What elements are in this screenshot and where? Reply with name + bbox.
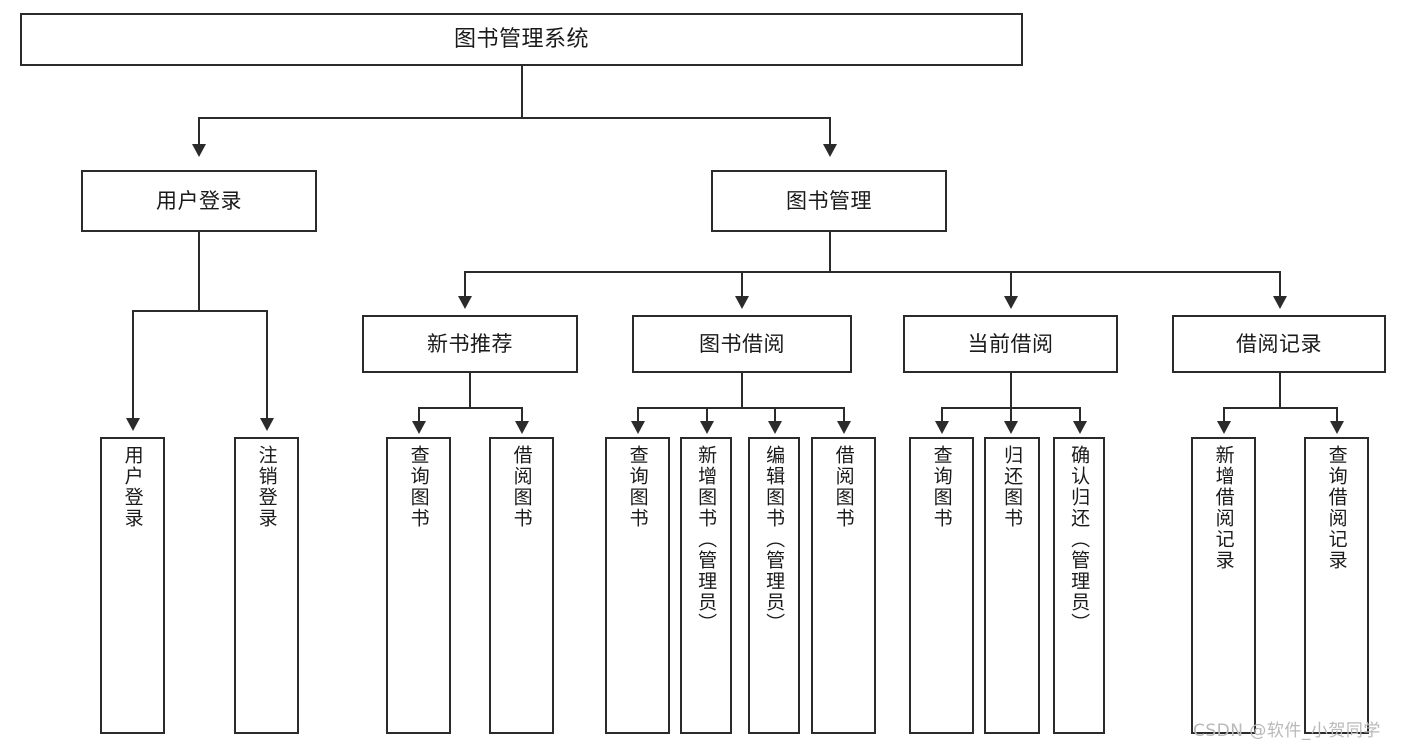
connector-book-borrow-stem [741, 373, 743, 408]
node-borrow-record[interactable]: 借阅记录 [1172, 315, 1386, 373]
arrowhead-icon [1004, 296, 1018, 309]
connector-book-management-stem [829, 232, 831, 272]
connector-bm-to-current-borrow [1010, 271, 1012, 299]
arrowhead-icon [700, 421, 714, 434]
connector-user-login-stem [198, 232, 200, 311]
node-book-borrow[interactable]: 图书借阅 [632, 315, 852, 373]
connector-new-book-stem [469, 373, 471, 408]
node-label: 查询图书 [407, 445, 430, 529]
node-label: 查询图书 [930, 445, 953, 529]
node-label: 借阅图书 [510, 445, 533, 529]
leaf-current-borrow-confirm-return-admin[interactable]: 确认归还（管理员） [1053, 437, 1105, 734]
connector-nb-to-leaf-2 [521, 407, 523, 425]
arrowhead-icon [126, 418, 140, 431]
connector-user-login-bus [132, 310, 266, 312]
arrowhead-icon [260, 418, 274, 431]
connector-cb-to-leaf-1 [941, 407, 943, 425]
node-label: 查询图书 [626, 445, 649, 529]
leaf-borrow-record-add[interactable]: 新增借阅记录 [1191, 437, 1256, 734]
leaf-current-borrow-return[interactable]: 归还图书 [984, 437, 1040, 734]
node-label: 编辑图书（管理员） [763, 445, 786, 634]
arrowhead-icon [515, 421, 529, 434]
arrowhead-icon [1273, 296, 1287, 309]
leaf-book-borrow-edit-admin[interactable]: 编辑图书（管理员） [748, 437, 800, 734]
connector-book-borrow-bus [637, 407, 844, 409]
connector-current-borrow-stem [1010, 373, 1012, 408]
connector-bb-to-leaf-1 [637, 407, 639, 425]
connector-bb-to-leaf-4 [843, 407, 845, 425]
arrowhead-icon [823, 144, 837, 157]
connector-borrow-record-stem [1279, 373, 1281, 408]
arrowhead-icon [458, 296, 472, 309]
leaf-book-borrow-query[interactable]: 查询图书 [605, 437, 670, 734]
node-current-borrow[interactable]: 当前借阅 [903, 315, 1118, 373]
arrowhead-icon [935, 421, 949, 434]
leaf-borrow-record-query[interactable]: 查询借阅记录 [1304, 437, 1369, 734]
csdn-watermark: CSDN @软件_小贺同学 [1193, 721, 1381, 741]
connector-borrow-record-bus [1223, 407, 1336, 409]
connector-cb-to-leaf-3 [1079, 407, 1081, 425]
arrowhead-icon [837, 421, 851, 434]
connector-bm-to-borrow-record [1279, 271, 1281, 299]
arrowhead-icon [1217, 421, 1231, 434]
leaf-current-borrow-query[interactable]: 查询图书 [909, 437, 974, 734]
node-label: 借阅图书 [832, 445, 855, 529]
connector-br-to-leaf-1 [1223, 407, 1225, 425]
connector-cb-to-leaf-2 [1010, 407, 1012, 425]
arrowhead-icon [412, 421, 426, 434]
node-label: 确认归还（管理员） [1068, 445, 1091, 634]
arrowhead-icon [1004, 421, 1018, 434]
node-label: 图书借阅 [699, 331, 785, 356]
leaf-user-login-login[interactable]: 用户登录 [100, 437, 165, 734]
node-label: 借阅记录 [1236, 331, 1322, 356]
leaf-user-login-logout[interactable]: 注销登录 [234, 437, 299, 734]
connector-nb-to-leaf-1 [418, 407, 420, 425]
node-new-book-recommend[interactable]: 新书推荐 [362, 315, 578, 373]
arrowhead-icon [631, 421, 645, 434]
node-label: 注销登录 [255, 445, 278, 529]
node-label: 用户登录 [156, 188, 242, 213]
connector-user-login-to-leaf-1 [132, 310, 134, 422]
node-label: 新书推荐 [427, 331, 513, 356]
connector-root-to-user-login [198, 117, 200, 148]
leaf-new-book-query[interactable]: 查询图书 [386, 437, 451, 734]
arrowhead-icon [192, 144, 206, 157]
leaf-new-book-borrow[interactable]: 借阅图书 [489, 437, 554, 734]
arrowhead-icon [1330, 421, 1344, 434]
node-user-login[interactable]: 用户登录 [81, 170, 317, 232]
node-label: 图书管理系统 [453, 26, 589, 52]
leaf-book-borrow-add-admin[interactable]: 新增图书（管理员） [680, 437, 732, 734]
node-label: 新增借阅记录 [1212, 445, 1235, 571]
connector-bb-to-leaf-2 [706, 407, 708, 425]
connector-bb-to-leaf-3 [774, 407, 776, 425]
connector-new-book-bus [418, 407, 521, 409]
connector-bm-to-new-book [464, 271, 466, 299]
connector-bm-to-book-borrow [741, 271, 743, 299]
arrowhead-icon [735, 296, 749, 309]
arrowhead-icon [768, 421, 782, 434]
node-label: 查询借阅记录 [1325, 445, 1348, 571]
node-book-management[interactable]: 图书管理 [711, 170, 947, 232]
leaf-book-borrow-borrow[interactable]: 借阅图书 [811, 437, 876, 734]
connector-root-stem [521, 66, 523, 118]
connector-br-to-leaf-2 [1336, 407, 1338, 425]
node-label: 用户登录 [121, 445, 144, 529]
node-label: 当前借阅 [967, 331, 1054, 356]
node-label: 新增图书（管理员） [695, 445, 718, 634]
connector-root-to-book-management [829, 117, 831, 148]
node-root-library-management-system[interactable]: 图书管理系统 [20, 13, 1023, 66]
node-label: 归还图书 [1001, 445, 1024, 529]
connector-root-bus [198, 117, 830, 119]
connector-user-login-to-leaf-2 [266, 310, 268, 422]
connector-book-management-bus [464, 271, 1280, 273]
node-label: 图书管理 [786, 188, 872, 213]
arrowhead-icon [1073, 421, 1087, 434]
